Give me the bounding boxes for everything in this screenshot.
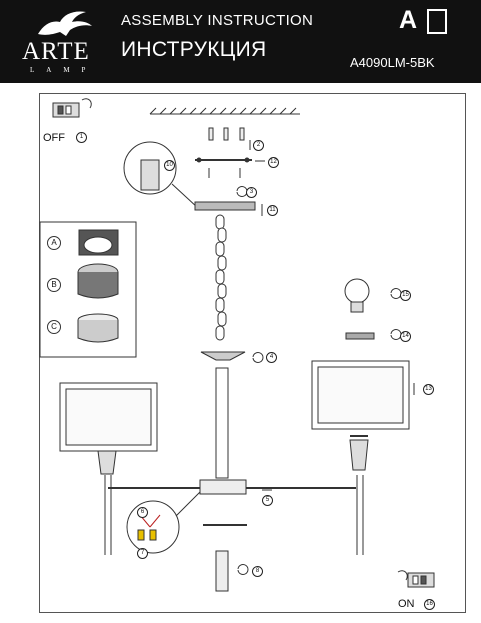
- step-number: 15: [400, 290, 411, 301]
- step-number: 12: [268, 157, 279, 168]
- step-number: 4: [266, 352, 277, 363]
- header-bar: ARTE LAMP ASSEMBLY INSTRUCTION ИНСТРУКЦИ…: [0, 0, 481, 83]
- brand-logo-text: ARTE: [22, 38, 90, 65]
- title-english: ASSEMBLY INSTRUCTION: [121, 12, 314, 29]
- ceiling-hatch: [149, 107, 297, 115]
- step-number: 8: [252, 566, 263, 577]
- rotate-arrow-icon: [237, 564, 249, 575]
- left-socket: [97, 450, 117, 475]
- brand-mark-letter: A: [399, 6, 418, 34]
- step-number: 3: [246, 187, 257, 198]
- leader-line: [171, 183, 199, 209]
- variant-letter: B: [47, 278, 61, 292]
- switch-box-icon: [52, 98, 92, 118]
- bulb-icon: [344, 278, 370, 313]
- step-number: 16: [424, 599, 435, 610]
- on-label: ON: [398, 598, 415, 610]
- variant-letter: C: [47, 320, 61, 334]
- step-number: 10: [164, 160, 175, 171]
- wire-connector: [149, 529, 157, 541]
- chain: [215, 214, 227, 341]
- brand-logo-subtext: LAMP: [30, 66, 98, 74]
- leader-line: [175, 491, 201, 517]
- step-number: 11: [267, 205, 278, 216]
- right-socket: [349, 439, 369, 471]
- step-number: 5: [262, 495, 273, 506]
- screw-icon: [208, 127, 245, 141]
- hub-block: [199, 479, 247, 495]
- off-label: OFF: [43, 132, 65, 144]
- upper-cup: [200, 351, 246, 361]
- step-number: 2: [253, 140, 264, 151]
- terminal-block: [140, 159, 160, 191]
- shade-variants-box: [39, 221, 137, 358]
- document-icon: [427, 9, 447, 34]
- step-number: 13: [423, 384, 434, 395]
- title-russian: ИНСТРУКЦИЯ: [121, 38, 267, 61]
- model-number: A4090LM-5BK: [350, 55, 435, 70]
- switch-box-icon: [397, 570, 435, 588]
- arte-griffin-logo-icon: [38, 11, 92, 36]
- ring-nut: [345, 332, 375, 340]
- step-number: 6: [137, 507, 148, 518]
- rotate-arrow-icon: [252, 352, 264, 363]
- step-number: 1: [76, 132, 87, 143]
- variant-letter: A: [47, 236, 61, 250]
- wire-connector: [137, 529, 145, 541]
- canopy-plate: [194, 201, 256, 211]
- center-stem: [215, 367, 229, 479]
- finial-part: [215, 550, 229, 592]
- wiring-detail-circle: [126, 500, 180, 554]
- step-number: 14: [400, 331, 411, 342]
- step-number: 7: [137, 548, 148, 559]
